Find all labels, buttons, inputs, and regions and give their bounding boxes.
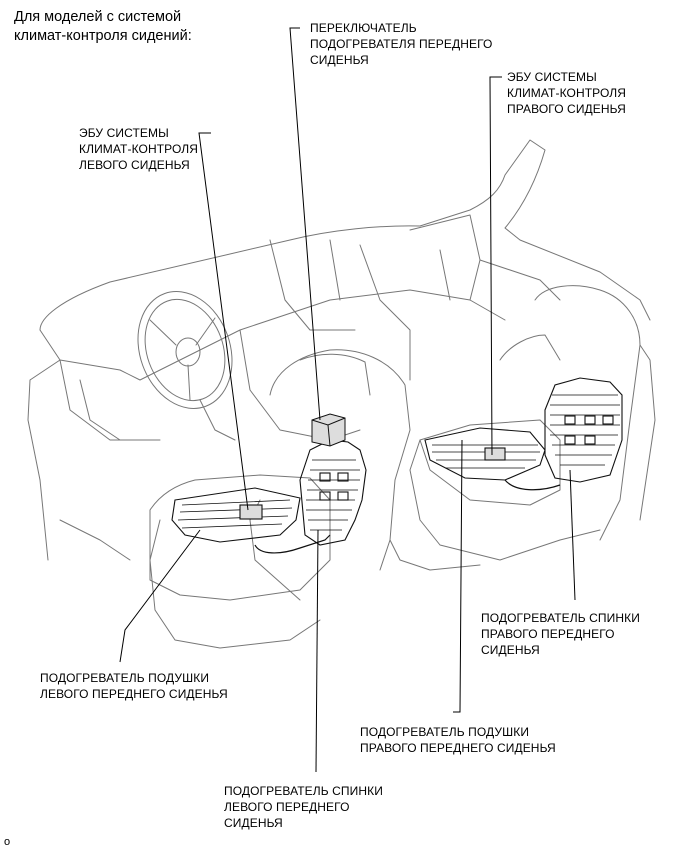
- page-title: Для моделей с системой климат-контроля с…: [14, 9, 192, 44]
- right-back-heater-element: [544, 377, 623, 483]
- label-right-front-cushion-heater: ПОДОГРЕВАТЕЛЬ ПОДУШКИ ПРАВОГО ПЕРЕДНЕГО …: [360, 725, 556, 755]
- label-left-front-cushion-heater: ПОДОГРЕВАТЕЛЬ ПОДУШКИ ЛЕВОГО ПЕРЕДНЕГО С…: [40, 671, 228, 701]
- label-left-seat-climate-ecu: ЭБУ СИСТЕМЫ КЛИМАТ-КОНТРОЛЯ ЛЕВОГО СИДЕН…: [79, 126, 199, 172]
- label-left-front-back-heater: ПОДОГРЕВАТЕЛЬ СПИНКИ ЛЕВОГО ПЕРЕДНЕГО СИ…: [224, 784, 383, 830]
- leader-left-back-heater: [315, 529, 319, 773]
- leader-left-cushion-heater: [119, 529, 201, 663]
- label-right-front-back-heater: ПОДОГРЕВАТЕЛЬ СПИНКИ ПРАВОГО ПЕРЕДНЕГО С…: [481, 611, 640, 657]
- steering-wheel: [137, 291, 233, 409]
- label-right-seat-climate-ecu: ЭБУ СИСТЕМЫ КЛИМАТ-КОНТРОЛЯ ПРАВОГО СИДЕ…: [507, 70, 627, 116]
- right-cushion-heater-element: [424, 427, 561, 491]
- dashboard-outline: [39, 139, 651, 331]
- dash-panel: [39, 289, 506, 381]
- right-seat-cushion: [419, 419, 561, 506]
- left-seat-back: [269, 349, 411, 571]
- figure-code: o: [4, 836, 11, 848]
- leader-right-back-heater: [569, 469, 576, 601]
- left-back-heater-element: [299, 439, 367, 546]
- right-seat-back: [534, 285, 641, 541]
- front-seat-heater-switch-part: [311, 413, 346, 447]
- leader-front-switch: [289, 27, 321, 421]
- left-seat-cushion: [149, 474, 331, 601]
- label-front-seat-heater-switch: ПЕРЕКЛЮЧАТЕЛЬ ПОДОГРЕВАТЕЛЯ ПЕРЕДНЕГО СИ…: [310, 21, 493, 67]
- leader-lines: [119, 27, 576, 773]
- leader-right-ecu: [489, 76, 502, 456]
- leader-left-ecu: [198, 132, 249, 511]
- leader-right-cushion-heater: [453, 439, 463, 713]
- left-cushion-heater-element: [171, 487, 331, 554]
